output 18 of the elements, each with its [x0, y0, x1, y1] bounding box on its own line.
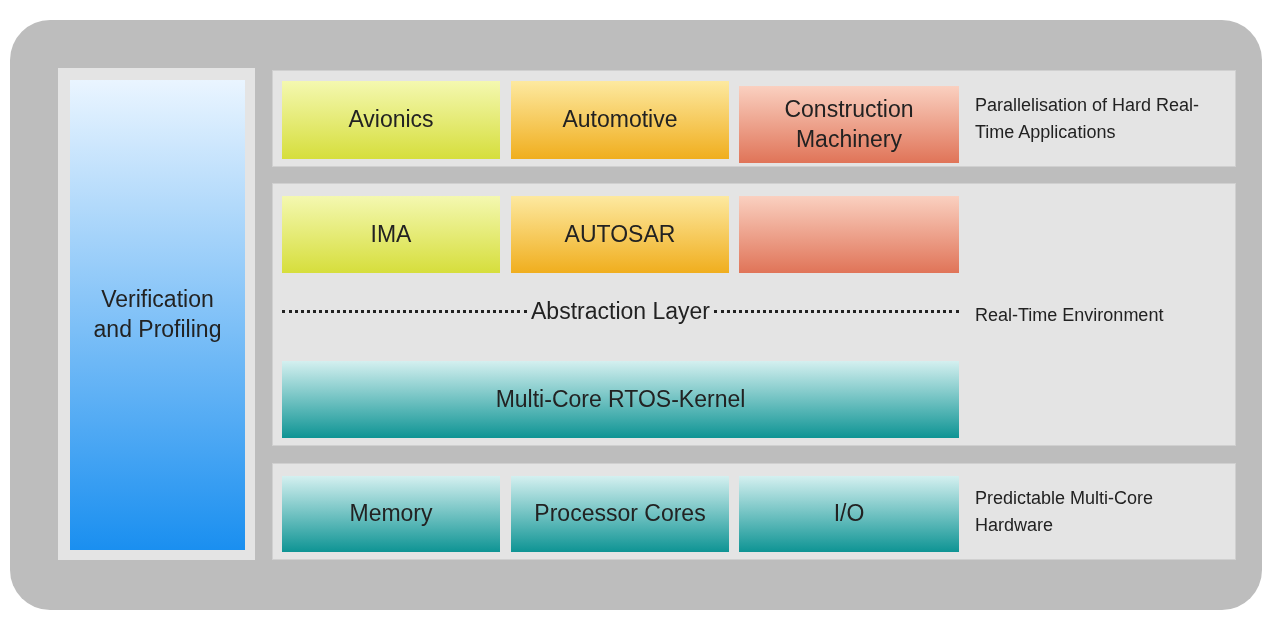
layer-label: Real-Time Environment [975, 303, 1165, 326]
layer-label: Predictable Multi-Core Hardware [975, 486, 1155, 537]
layer-label: Abstraction Layer [530, 297, 711, 325]
component-box: Memory [282, 476, 500, 552]
component-box: IMA [282, 196, 500, 273]
component-box: AUTOSAR [511, 196, 729, 273]
component-box: Construction Machinery [739, 86, 959, 163]
component-box: Automotive [511, 81, 729, 159]
component-box: Processor Cores [511, 476, 729, 552]
component-box: Avionics [282, 81, 500, 159]
layer-band [272, 183, 1236, 446]
layer-band [272, 70, 1236, 167]
component-box: Verification and Profiling [70, 80, 245, 550]
component-box: I/O [739, 476, 959, 552]
layer-band [272, 463, 1236, 560]
component-box: Multi-Core RTOS-Kernel [282, 361, 959, 438]
empty-box [739, 196, 959, 273]
layer-label: Parallelisation of Hard Real-Time Applications [975, 93, 1201, 144]
